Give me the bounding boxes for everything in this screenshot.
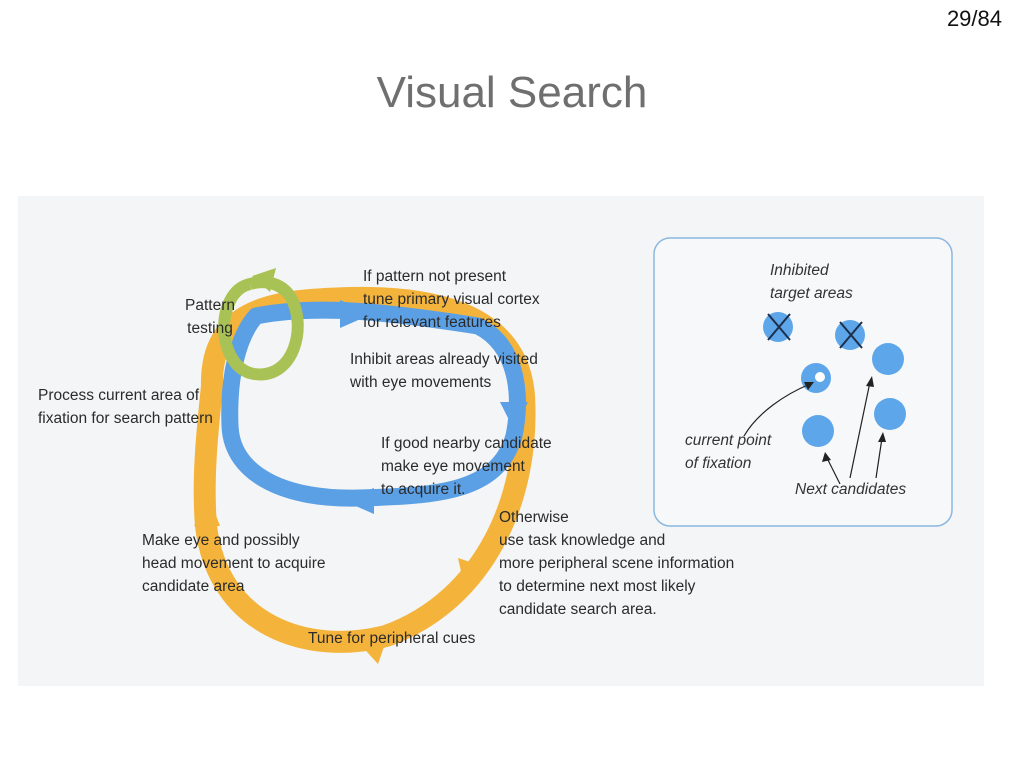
candidate-dot-1 (872, 343, 904, 375)
candidate-dot-3 (802, 415, 834, 447)
candidate-dot-2 (874, 398, 906, 430)
orange-arrowhead-left (194, 494, 220, 526)
orange-arrowhead-bottom (358, 624, 392, 664)
candidate-pointer-1 (826, 457, 841, 485)
page-number: 29/84 (946, 6, 1002, 31)
pointer-arrowhead (804, 382, 814, 390)
candidate-pointer-3 (875, 437, 883, 479)
pointer-arrowhead (822, 452, 831, 462)
cross-mark-icon (839, 321, 863, 349)
pointer-arrowhead (878, 432, 886, 442)
cross-mark-icon (767, 313, 791, 341)
blue-arrowhead-top (340, 300, 372, 328)
fixation-pointer (743, 383, 811, 437)
pointer-arrowhead (866, 376, 874, 387)
loop-diagram-graphics (193, 237, 953, 664)
blue-arrowhead-right (500, 402, 528, 430)
orange-loop (193, 286, 536, 653)
green-loop (218, 276, 304, 381)
blue-loop (221, 301, 526, 507)
fixation-center (815, 372, 825, 382)
blue-arrowhead-bottom (342, 488, 374, 514)
orange-arrowhead-right (458, 558, 488, 594)
label-tune-peripheral: Tune for peripheral cues (308, 630, 476, 647)
candidate-pointer-2 (849, 381, 871, 479)
label-next-candidates: Next candidates (795, 481, 907, 498)
green-arrowhead (252, 268, 276, 292)
slide-title: Visual Search (376, 68, 648, 117)
